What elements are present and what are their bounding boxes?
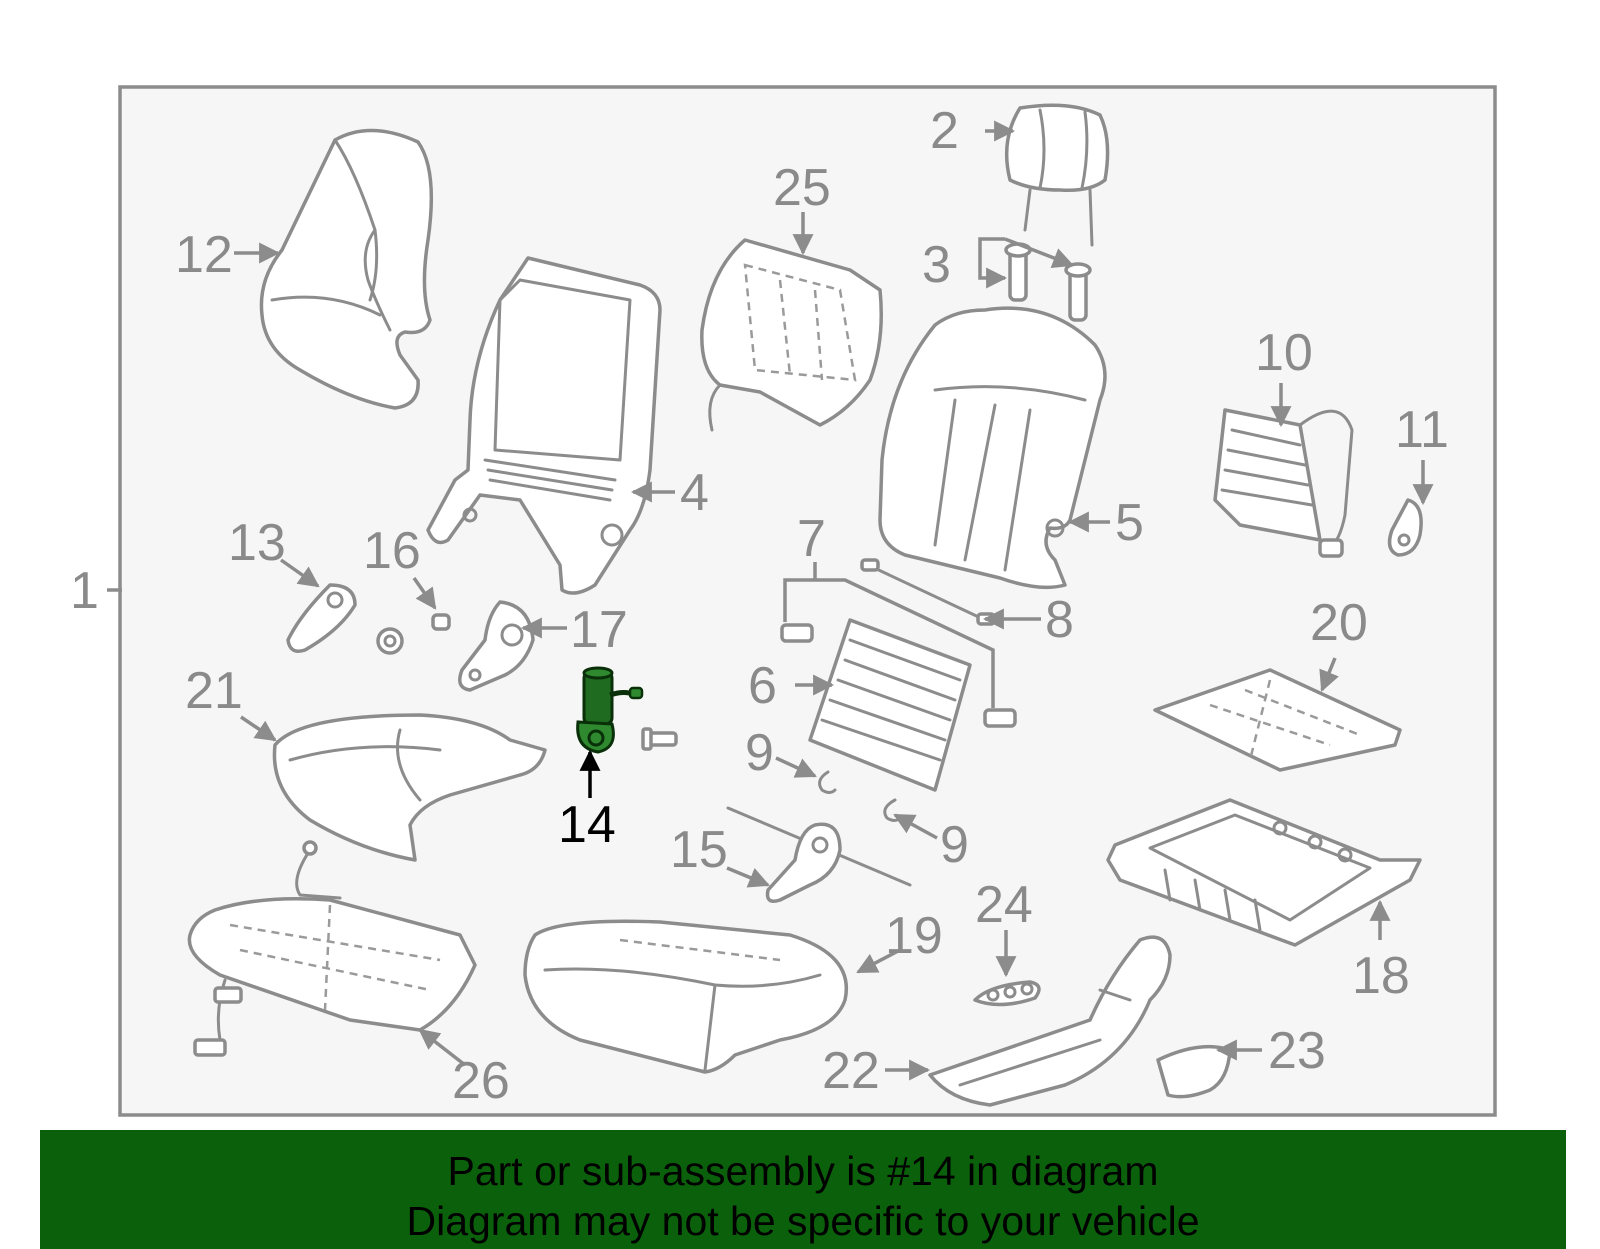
part-7-springs[interactable] <box>780 623 1017 728</box>
part-2-headrest[interactable] <box>1004 103 1110 247</box>
leader-lines <box>107 120 1434 1081</box>
part-14-motor-highlighted[interactable] <box>576 666 644 754</box>
label-7: 7 <box>797 510 826 568</box>
banner-line-part: Part or sub-assembly is #14 in diagram <box>447 1148 1159 1194</box>
part-25-seat-back-pad[interactable] <box>700 238 883 432</box>
label-24: 24 <box>975 876 1033 934</box>
part-9-clip-left[interactable] <box>818 770 837 794</box>
info-banner: Part or sub-assembly is #14 in diagram D… <box>40 1130 1566 1249</box>
part-5-seat-back-trim[interactable] <box>878 306 1107 590</box>
label-16: 16 <box>363 522 421 580</box>
label-11: 11 <box>1395 401 1449 459</box>
label-9-left: 9 <box>745 724 774 782</box>
label-22: 22 <box>822 1042 880 1100</box>
label-18: 18 <box>1352 947 1410 1005</box>
label-1: 1 <box>70 562 99 620</box>
label-14: 14 <box>558 796 616 854</box>
label-9-right: 9 <box>940 816 969 874</box>
part-13-cover[interactable] <box>286 583 357 653</box>
part-16-bushing[interactable] <box>376 613 451 655</box>
label-25: 25 <box>773 159 831 217</box>
label-5: 5 <box>1115 494 1144 552</box>
part-20-cushion-spring[interactable] <box>1153 668 1402 772</box>
label-3: 3 <box>922 236 951 294</box>
part-23-cover[interactable] <box>1156 1044 1232 1099</box>
part-24-switch-knobs[interactable] <box>973 980 1041 1007</box>
label-6: 6 <box>748 657 777 715</box>
bolt-near-14 <box>641 727 678 751</box>
part-number-labels: 1 2 3 4 5 6 7 8 9 9 10 11 12 13 14 15 16… <box>70 102 1449 1110</box>
label-19: 19 <box>885 907 943 965</box>
label-21: 21 <box>185 662 243 720</box>
label-15: 15 <box>670 821 728 879</box>
label-10: 10 <box>1255 324 1313 382</box>
label-20: 20 <box>1310 594 1368 652</box>
part-10-lumbar-support[interactable] <box>1213 408 1354 558</box>
banner-line-disclaimer: Diagram may not be specific to your vehi… <box>406 1198 1200 1244</box>
label-23: 23 <box>1268 1022 1326 1080</box>
part-19-seat-cushion-pad[interactable] <box>523 919 848 1074</box>
label-12: 12 <box>175 226 233 284</box>
part-21-seat-cushion-cover[interactable] <box>272 713 547 862</box>
label-2: 2 <box>930 102 959 160</box>
label-17: 17 <box>570 601 628 659</box>
part-6-seat-spring-frame[interactable] <box>808 618 972 792</box>
label-4: 4 <box>680 464 709 522</box>
part-11-cover[interactable] <box>1387 498 1423 557</box>
part-15-track-link[interactable] <box>726 806 912 903</box>
part-12-seat-back-cover[interactable] <box>259 128 434 410</box>
part-18-seat-frame[interactable] <box>1106 798 1422 947</box>
part-22-side-trim[interactable] <box>928 935 1172 1107</box>
label-13: 13 <box>228 514 286 572</box>
label-8: 8 <box>1045 591 1074 649</box>
part-4-seat-back-frame[interactable] <box>426 256 662 595</box>
part-26-seat-heater[interactable] <box>187 840 477 1057</box>
label-26: 26 <box>452 1052 510 1110</box>
